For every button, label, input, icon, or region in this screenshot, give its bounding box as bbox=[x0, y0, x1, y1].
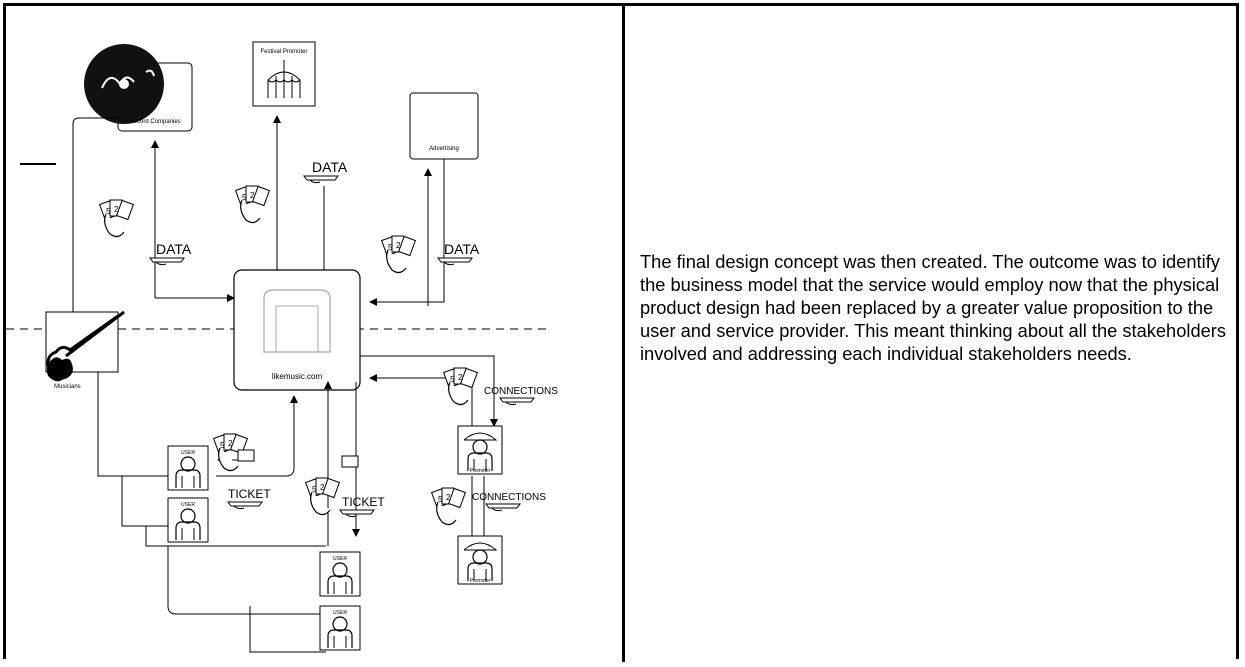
svg-text:DATA: DATA bbox=[444, 241, 480, 257]
user-label-1: USER bbox=[181, 450, 195, 456]
money-icon bbox=[236, 186, 270, 223]
svg-text:CONNECTIONS: CONNECTIONS bbox=[472, 492, 546, 503]
ticket-tag-1: TICKET bbox=[228, 450, 271, 509]
user-node-4: USER bbox=[320, 606, 360, 650]
connections-tag-1: CONNECTIONS bbox=[484, 386, 558, 405]
advertising-node: Advertising bbox=[410, 93, 478, 159]
user-node-2: USER bbox=[168, 498, 208, 542]
svg-text:TICKET: TICKET bbox=[228, 487, 271, 501]
musicians-label: Musicians bbox=[54, 384, 81, 390]
promoter-node-1: Promoter bbox=[458, 426, 502, 474]
money-icon bbox=[382, 236, 416, 273]
data-tag-1: DATA bbox=[150, 241, 192, 265]
ticket-tag-2: TICKET bbox=[340, 456, 385, 517]
svg-text:CONNECTIONS: CONNECTIONS bbox=[484, 386, 558, 397]
column-divider bbox=[622, 3, 625, 662]
svg-text:DATA: DATA bbox=[156, 241, 192, 257]
user-label-2: USER bbox=[181, 502, 195, 508]
description-text: The final design concept was then create… bbox=[640, 250, 1230, 365]
promoter-node-2: Promoter bbox=[458, 536, 502, 584]
user-node-1: USER bbox=[168, 446, 208, 490]
likemusic-label: likemusic.com bbox=[272, 372, 323, 381]
money-icon bbox=[432, 488, 466, 525]
money-icon bbox=[100, 200, 134, 237]
user-label-3: USER bbox=[333, 556, 347, 562]
user-label-4: USER bbox=[333, 610, 347, 616]
promoter-label-1: Promoter bbox=[470, 468, 491, 474]
likemusic-node: likemusic.com bbox=[234, 270, 360, 390]
musicians-node: Musicians bbox=[46, 312, 124, 390]
promoter-label-2: Promoter bbox=[470, 578, 491, 584]
svg-text:DATA: DATA bbox=[312, 159, 348, 175]
svg-text:TICKET: TICKET bbox=[342, 495, 385, 509]
business-model-diagram: 5 2 Record Companies Festival Promoter bbox=[6, 6, 622, 662]
user-node-3: USER bbox=[320, 552, 360, 596]
festival-promoter-node: Festival Promoter bbox=[253, 42, 315, 106]
data-tag-3: DATA bbox=[438, 241, 480, 265]
data-tag-2: DATA bbox=[304, 159, 348, 183]
connections-tag-2: CONNECTIONS bbox=[472, 492, 546, 511]
money-icon bbox=[306, 478, 340, 515]
festival-promoter-label: Festival Promoter bbox=[260, 49, 307, 55]
advertising-label: Advertising bbox=[429, 146, 459, 152]
record-companies-label: Record Companies bbox=[129, 119, 180, 125]
